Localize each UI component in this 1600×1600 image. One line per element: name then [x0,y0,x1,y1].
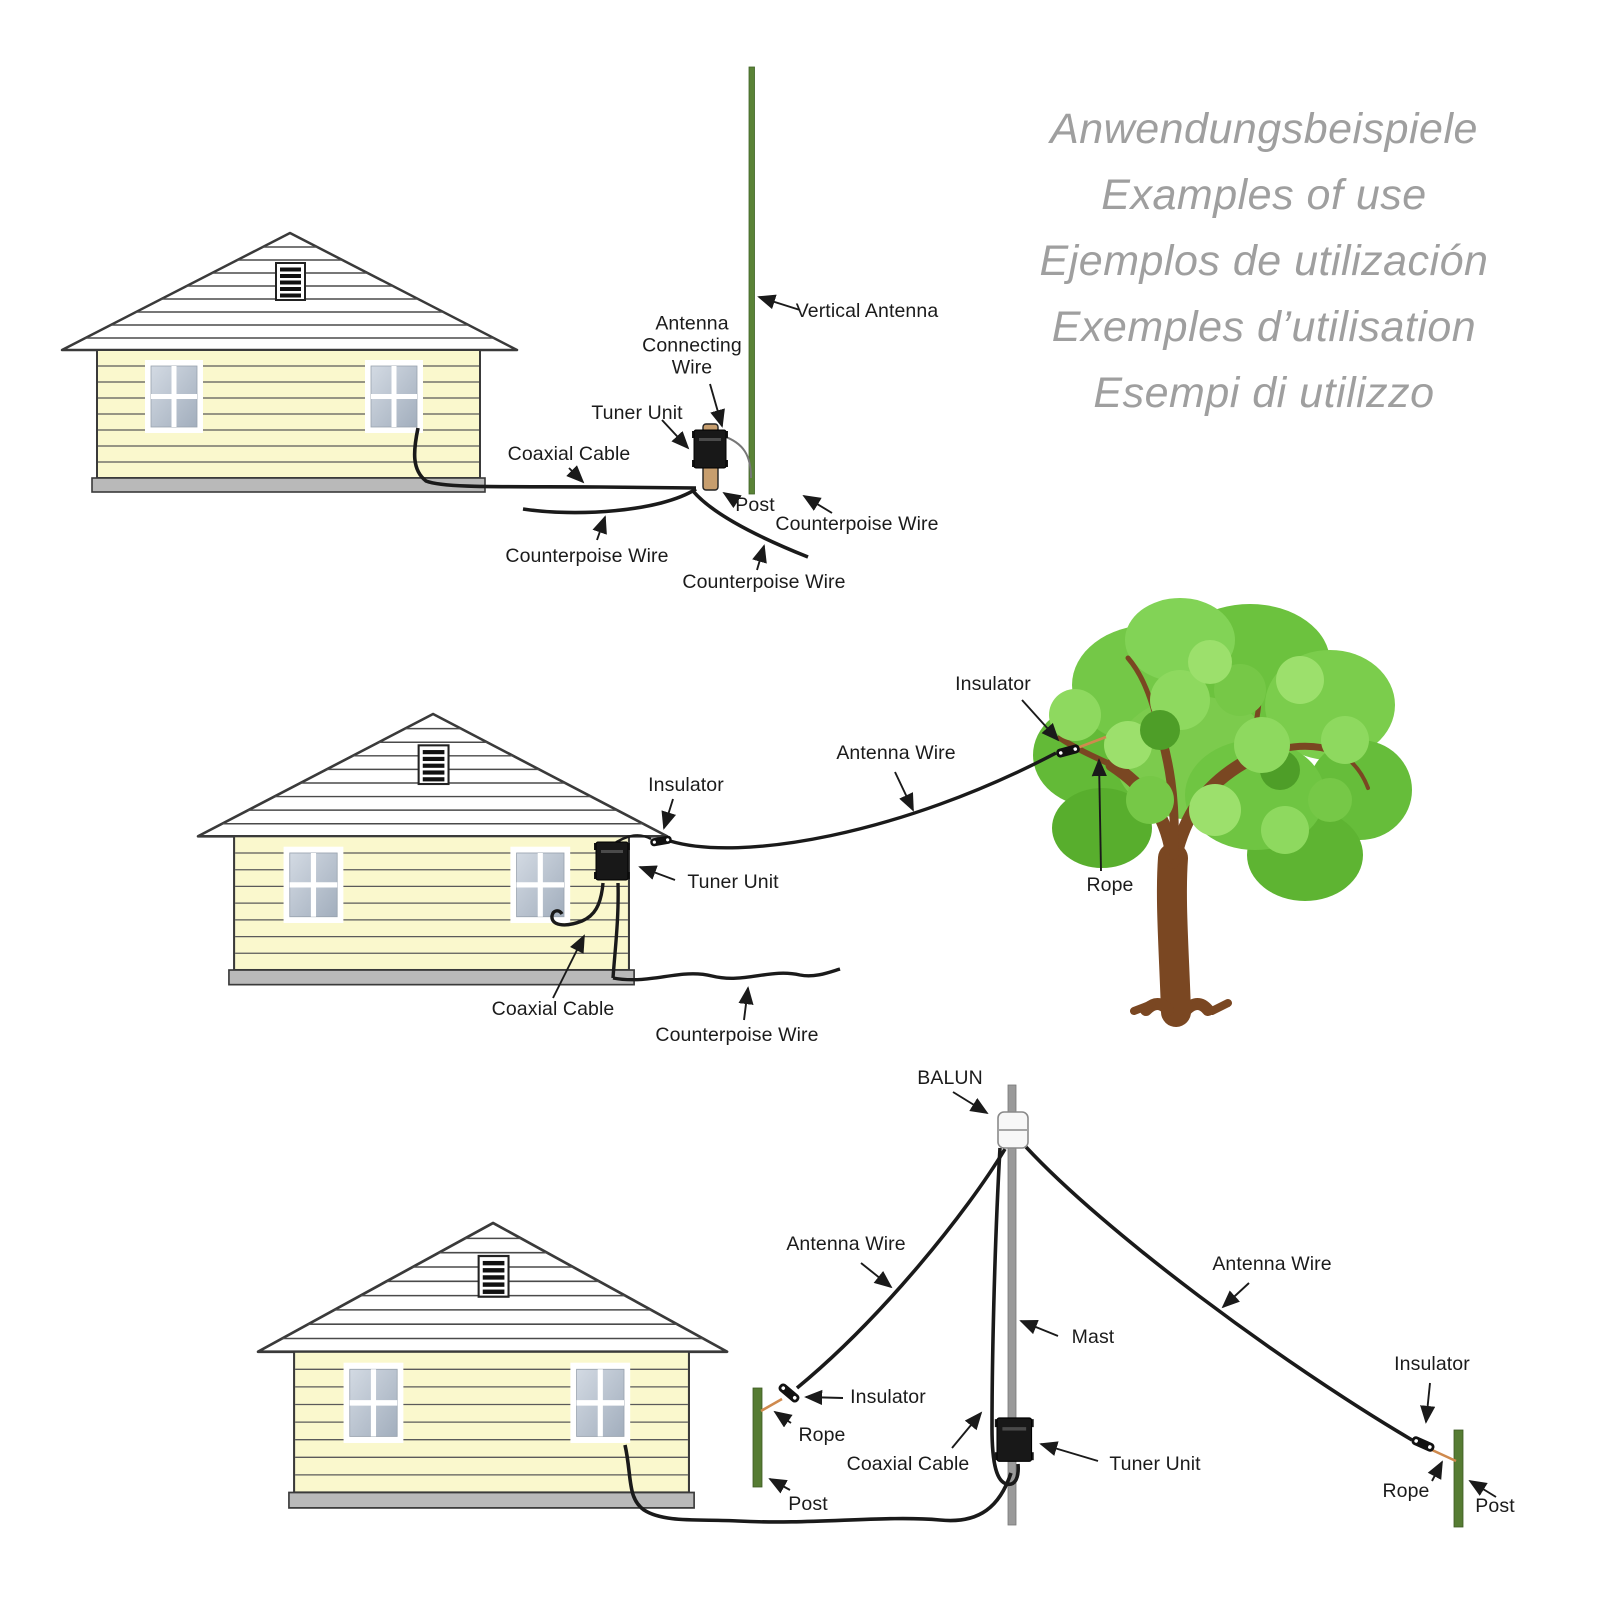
arrow-post-1 [722,491,742,509]
label-tuner-unit-3: Tuner Unit [1109,1453,1201,1476]
arrow-counterpoise-2 [738,986,754,1021]
arrow-rope-tree [1091,758,1107,872]
tree-leaf-clusters [1049,640,1369,854]
arrow-antenna-connecting-wire [709,383,725,428]
label-mast: Mast [1071,1326,1115,1349]
label-rope-left: Rope [798,1424,846,1447]
tuner-unit-2 [593,841,631,881]
antenna-wire-left [795,1148,1007,1390]
house-1 [62,233,517,492]
arrow-post-left [768,1478,791,1494]
arrow-rope-right [1427,1460,1443,1482]
arrow-insulator-right [1420,1382,1436,1424]
tree [1033,598,1412,1027]
title-line-de: Anwendungsbeispiele [1050,105,1478,153]
coaxial-cable-1 [412,427,697,490]
balun-feed-line [990,1147,1020,1487]
arrow-antenna-wire-right [1221,1282,1250,1309]
label-coaxial-cable-3: Coaxial Cable [846,1453,970,1476]
arrow-balun [952,1091,989,1114]
label-counterpoise-2: Counterpoise Wire [655,1024,819,1047]
arrow-vertical-antenna [757,294,801,311]
diagram3-wires [623,1145,1413,1524]
arrow-tuner-unit-1 [661,419,690,450]
label-rope-right: Rope [1382,1480,1430,1503]
vertical-antenna [748,66,755,495]
mast [1007,1084,1017,1526]
title-block: Anwendungsbeispiele Examples of use Ejem… [1018,96,1510,426]
arrow-post-right [1468,1480,1497,1498]
label-rope-tree: Rope [1086,874,1134,897]
counterpoise-wire-left [522,487,697,515]
tuner-unit-3 [994,1417,1035,1462]
title-line-es: Ejemplos de utilización [1039,237,1489,285]
label-insulator-house: Insulator [648,774,724,797]
rope-tree [1076,735,1107,750]
arrow-insulator-left [804,1389,844,1406]
diagram2-tree-scene [198,598,1412,1027]
rope-right [1431,1448,1457,1463]
arrow-mast [1019,1320,1059,1337]
rope-left [760,1397,783,1413]
antenna-connecting-wire [722,435,752,479]
tuner-unit-1 [691,429,729,469]
coax-drip-loop [550,882,605,927]
arrow-antenna-wire-left [860,1262,893,1289]
label-arrows [552,294,1497,1498]
arrow-counterpoise-left [592,515,607,541]
arrow-counterpoise-right [802,495,833,514]
label-post-right: Post [1475,1495,1515,1518]
post-right [1453,1429,1464,1528]
label-coaxial-cable-1: Coaxial Cable [507,443,631,466]
arrow-insulator-tree [1021,699,1060,742]
counterpoise-wire-bottom [691,489,809,559]
coaxial-cable-3 [623,1444,1013,1524]
title-line-en: Examples of use [1101,171,1427,219]
title-line-fr: Exemples d’utilisation [1051,303,1477,351]
label-antenna-wire-2: Antenna Wire [836,742,956,765]
arrow-insulator-house [661,798,677,830]
diagram2-wires [550,751,1057,982]
label-vertical-antenna: Vertical Antenna [795,300,939,323]
arrow-rope-left [773,1410,793,1428]
post-left [752,1387,763,1488]
arrow-tuner-unit-3 [1039,1441,1099,1462]
label-counterpoise-bottom: Counterpoise Wire [682,571,846,594]
antenna-wire-right [1024,1145,1413,1442]
arrow-coaxial-cable-1 [566,465,585,484]
arrow-counterpoise-bottom [752,544,767,571]
label-counterpoise-right: Counterpoise Wire [775,513,939,536]
label-counterpoise-left: Counterpoise Wire [505,545,669,568]
label-tuner-unit-1: Tuner Unit [591,402,683,425]
label-post-1: Post [735,494,775,517]
label-balun: BALUN [917,1067,983,1090]
label-antenna-wire-left: Antenna Wire [786,1233,906,1256]
label-insulator-tree: Insulator [955,673,1031,696]
arrow-coaxial-cable-2 [552,934,585,999]
diagram1-wires [412,427,809,559]
title-line-it: Esempi di utilizzo [1093,369,1435,417]
label-insulator-right: Insulator [1394,1353,1470,1376]
counterpoise-wire-2 [612,967,841,982]
label-antenna-wire-right: Antenna Wire [1212,1253,1332,1276]
label-insulator-left: Insulator [850,1386,926,1409]
label-tuner-unit-2: Tuner Unit [687,871,779,894]
antenna-wire-2 [669,751,1057,850]
arrow-tuner-unit-2 [638,865,676,881]
coaxial-cable-2 [611,882,620,979]
diagram3-mast-scene [258,1084,1464,1528]
arrow-antenna-wire-2 [894,771,914,812]
diagram1-vertical-antenna-scene [62,66,809,559]
label-post-left: Post [788,1493,828,1516]
label-coaxial-cable-2: Coaxial Cable [491,998,615,1021]
label-antenna-connecting-wire: Antenna Connecting Wire [642,312,742,378]
arrow-coaxial-cable-3 [951,1411,983,1449]
insulator-post-right [1410,1435,1436,1453]
house-3 [258,1223,727,1508]
